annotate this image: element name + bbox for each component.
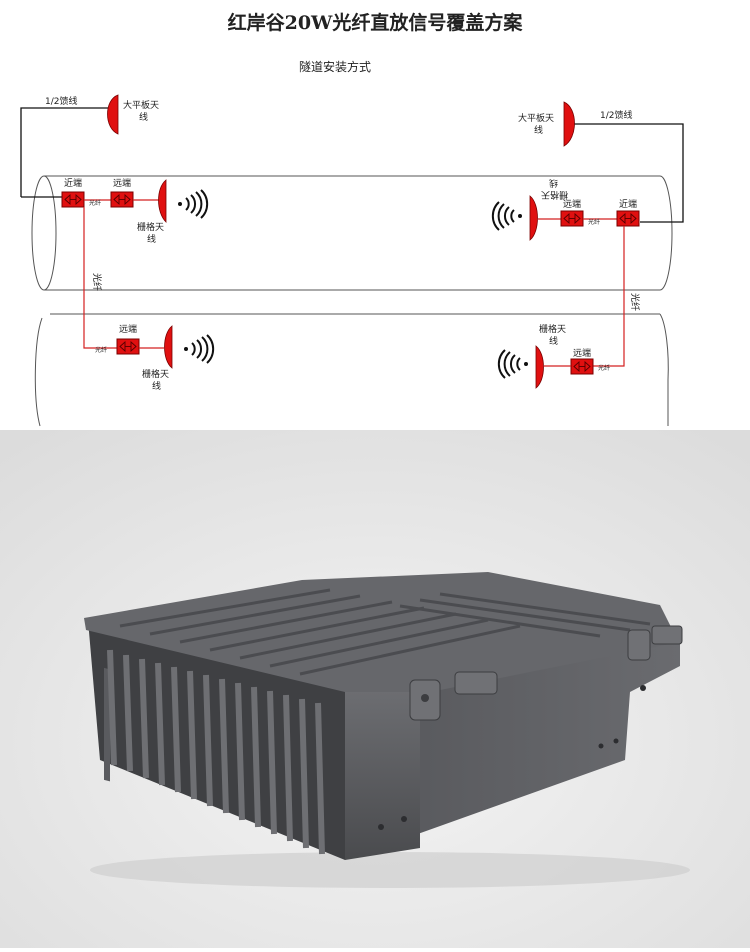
grid-antenna-right-top-label: 栅格天 — [541, 189, 568, 201]
tunnel-upper — [31, 175, 673, 291]
svg-text:光纤: 光纤 — [89, 199, 101, 207]
panel-antenna-right-icon — [563, 101, 575, 147]
latch-left-icon — [409, 671, 498, 721]
svg-text:光纤: 光纤 — [588, 218, 600, 226]
remote-end-right-bottom-label: 远端 — [573, 347, 591, 359]
latch-right-icon — [627, 625, 683, 661]
feeder-cable-left — [20, 107, 108, 197]
repeater-product-photo — [0, 430, 750, 948]
grid-antenna-left-bottom-icon — [164, 325, 173, 369]
panel-antenna-left-label: 大平板天 — [123, 99, 159, 111]
diagram-svg: 1/2馈线 1/2馈线 大平板天 线 大平板天 线 近端 光纤 远端 栅格天 线… — [20, 94, 684, 427]
remote-end-left-bottom-label: 远端 — [119, 323, 137, 335]
signal-waves-left-top-icon — [178, 189, 209, 219]
near-end-left-repeater-icon — [61, 191, 85, 208]
near-end-right-repeater-icon — [616, 210, 640, 227]
fiber-left-vertical — [83, 207, 117, 349]
feeder-cable-right — [566, 123, 684, 223]
signal-waves-right-bottom-icon — [497, 349, 528, 379]
svg-text:线: 线 — [534, 124, 543, 136]
grid-antenna-right-top-icon — [529, 195, 538, 241]
grid-antenna-right-bottom-icon — [535, 345, 544, 389]
remote-end-right-top-repeater-icon — [560, 210, 584, 227]
near-end-left-label: 近端 — [64, 177, 82, 189]
tunnel-lower — [34, 313, 669, 427]
fiber-vertical-right-label: 光纤 — [629, 293, 641, 311]
page-title: 红岸谷20W光纤直放信号覆盖方案 — [227, 12, 523, 34]
fiber-vertical-left-label: 光纤 — [91, 273, 103, 291]
panel-antenna-left-icon — [107, 94, 119, 135]
remote-end-right-bottom-repeater-icon — [570, 358, 594, 375]
feeder-label-right: 1/2馈线 — [600, 109, 633, 121]
near-end-right-label: 近端 — [619, 198, 637, 210]
panel-antenna-right-label: 大平板天 — [518, 112, 554, 124]
grid-antenna-left-top-icon — [158, 179, 167, 223]
mounting-holes — [378, 685, 646, 830]
svg-text:线: 线 — [549, 335, 558, 347]
svg-text:线: 线 — [139, 111, 148, 123]
remote-end-right-top-label: 远端 — [563, 198, 581, 210]
svg-text:线: 线 — [147, 233, 156, 245]
remote-end-left-bottom-repeater-icon — [116, 338, 140, 355]
svg-text:光纤: 光纤 — [598, 364, 610, 372]
svg-text:线: 线 — [152, 380, 161, 392]
tunnel-diagram: 红岸谷20W光纤直放信号覆盖方案 隧道安装方式 1/2馈线 — [0, 0, 750, 430]
cooling-fins-top — [119, 588, 651, 676]
remote-end-left-top-label: 远端 — [113, 177, 131, 189]
grid-antenna-right-bottom-label: 栅格天 — [539, 323, 566, 335]
remote-end-left-top-repeater-icon — [110, 191, 134, 208]
diagram-subtitle: 隧道安装方式 — [298, 60, 371, 74]
cooling-fins-left — [107, 649, 325, 855]
svg-text:光纤: 光纤 — [95, 346, 107, 354]
grid-antenna-left-top-label: 栅格天 — [137, 221, 164, 233]
signal-waves-right-top-icon — [491, 201, 522, 231]
fiber-right-vertical — [593, 226, 625, 367]
grid-antenna-left-bottom-label: 栅格天 — [142, 368, 169, 380]
repeater-enclosure-image — [0, 430, 750, 948]
signal-waves-left-bottom-icon — [184, 334, 215, 364]
feeder-label-left: 1/2馈线 — [45, 95, 78, 107]
svg-text:线: 线 — [549, 177, 558, 189]
